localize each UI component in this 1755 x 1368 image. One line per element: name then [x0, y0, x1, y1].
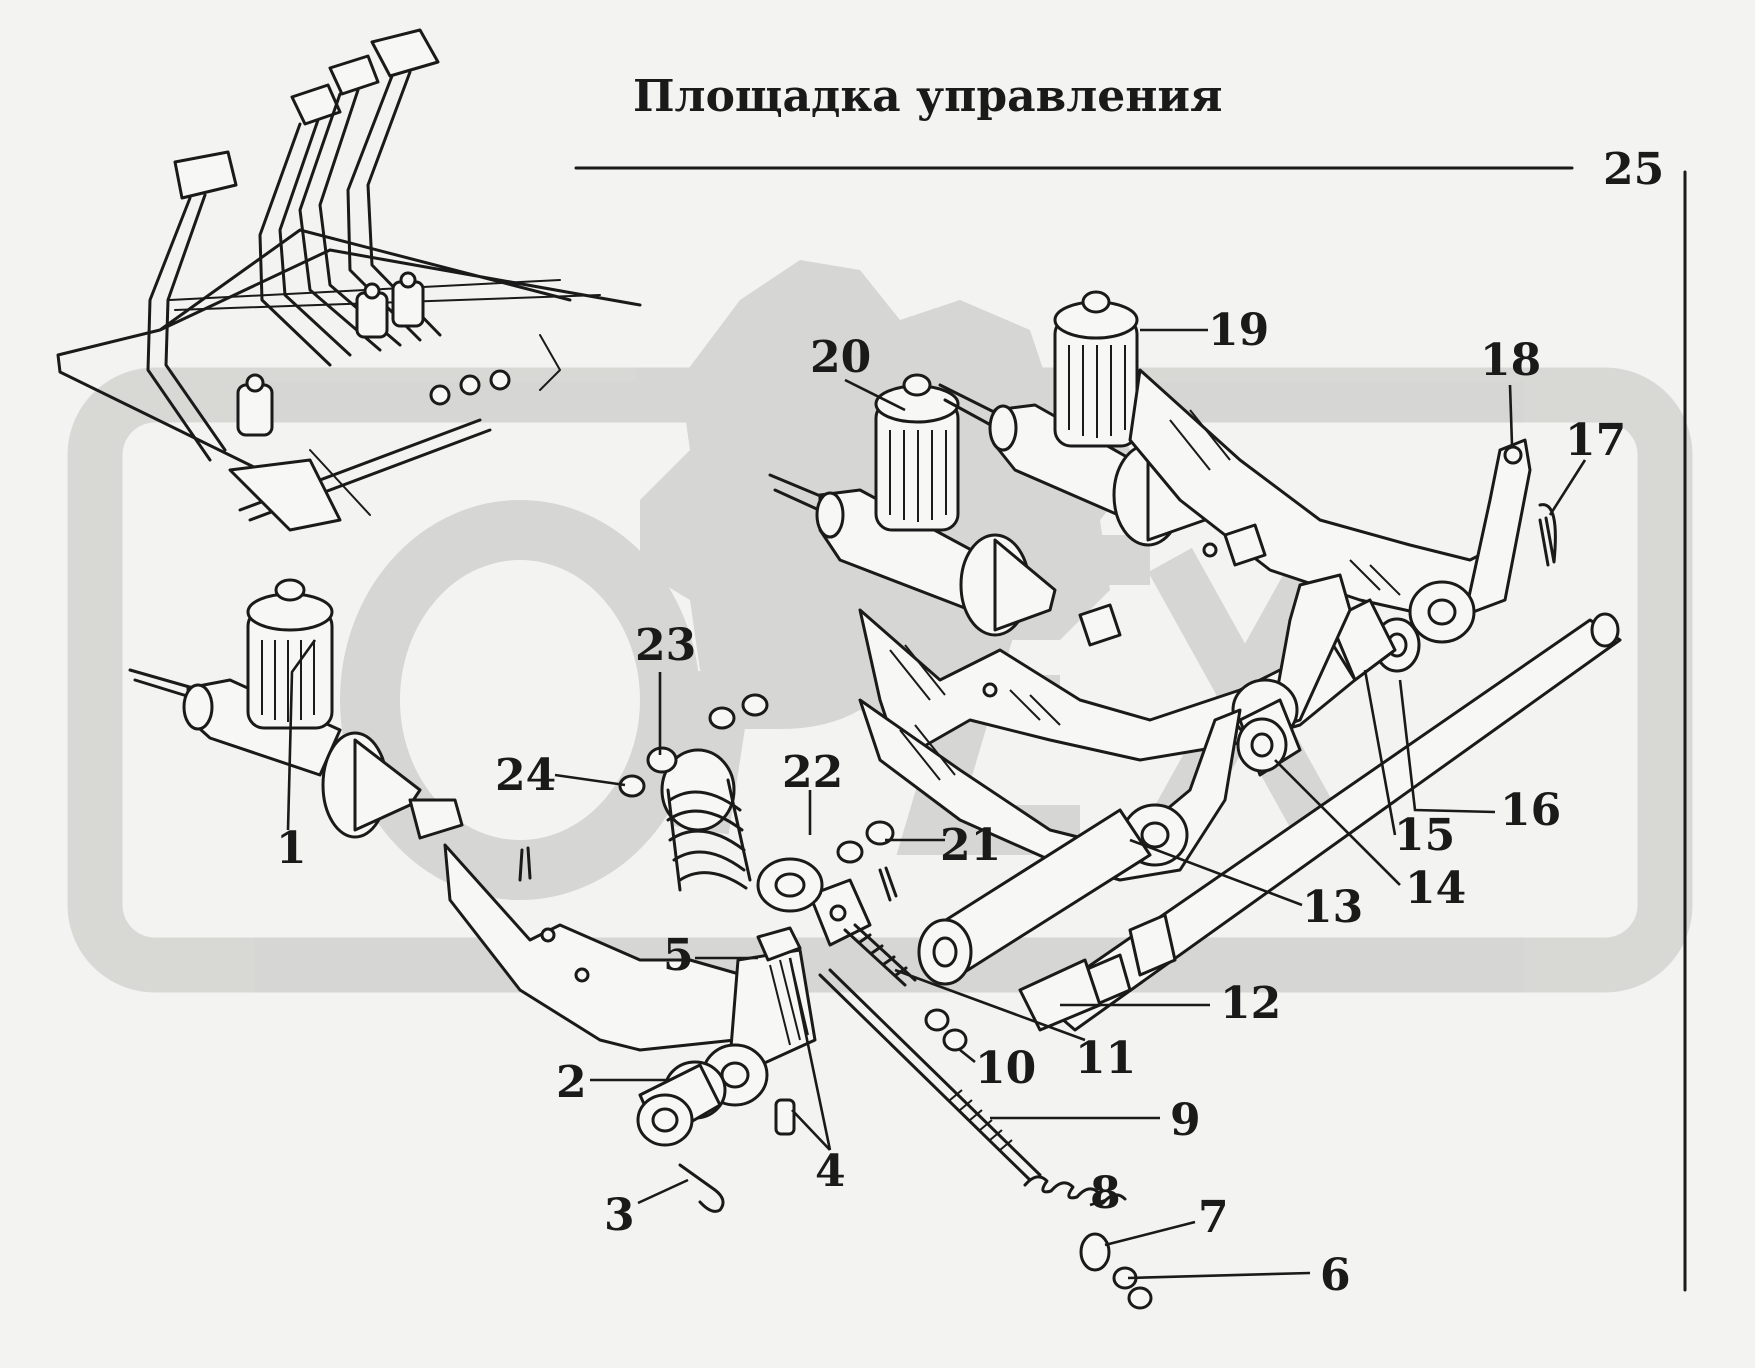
callout-11: 11 — [1075, 1033, 1136, 1084]
part-6-11-push-rod — [808, 878, 1153, 1310]
callout-9: 9 — [1170, 1095, 1201, 1146]
pedal-pad-2 — [328, 54, 380, 96]
callout-13: 13 — [1302, 882, 1363, 933]
callout-21: 21 — [940, 820, 1001, 871]
pedal-assembly-inset — [56, 28, 642, 532]
part-1-master-cylinder — [128, 578, 464, 840]
clutch-pedal-pad — [290, 83, 342, 126]
leader-lines — [286, 328, 1587, 1280]
callout-2: 2 — [556, 1057, 587, 1108]
callout-19: 19 — [1208, 305, 1269, 356]
inset-cylinder-c — [391, 280, 425, 328]
callout-10: 10 — [975, 1043, 1036, 1094]
callout-3: 3 — [604, 1190, 635, 1241]
callout-22: 22 — [782, 747, 843, 798]
callout-7: 7 — [1198, 1192, 1229, 1243]
callout-5: 5 — [663, 930, 694, 981]
callout-18: 18 — [1480, 335, 1541, 386]
page-number: 25 — [1603, 144, 1664, 195]
callout-12: 12 — [1220, 978, 1281, 1029]
callout-numbers: 1 2 3 4 5 6 7 8 9 10 11 12 13 14 15 16 1… — [276, 305, 1626, 1301]
part-13-20-brake-pedal-group — [768, 290, 1622, 1032]
part-21-24-return-spring — [618, 693, 898, 913]
callout-4: 4 — [815, 1146, 846, 1197]
callout-6: 6 — [1320, 1250, 1351, 1301]
callout-1: 1 — [276, 823, 307, 874]
callout-15: 15 — [1394, 810, 1455, 861]
part-2-5-pedal-lever — [443, 843, 817, 1213]
callout-16: 16 — [1500, 785, 1561, 836]
brake-pedal-pad — [173, 150, 238, 200]
callout-14: 14 — [1405, 863, 1466, 914]
callout-8: 8 — [1090, 1168, 1121, 1219]
page-title: Площадка управления — [633, 71, 1223, 122]
inset-cylinder-b — [355, 291, 389, 339]
pedal-pad-3 — [370, 28, 440, 78]
callout-20: 20 — [810, 332, 871, 383]
callout-24: 24 — [495, 750, 556, 801]
callout-17: 17 — [1565, 415, 1626, 466]
callout-23: 23 — [635, 620, 696, 671]
